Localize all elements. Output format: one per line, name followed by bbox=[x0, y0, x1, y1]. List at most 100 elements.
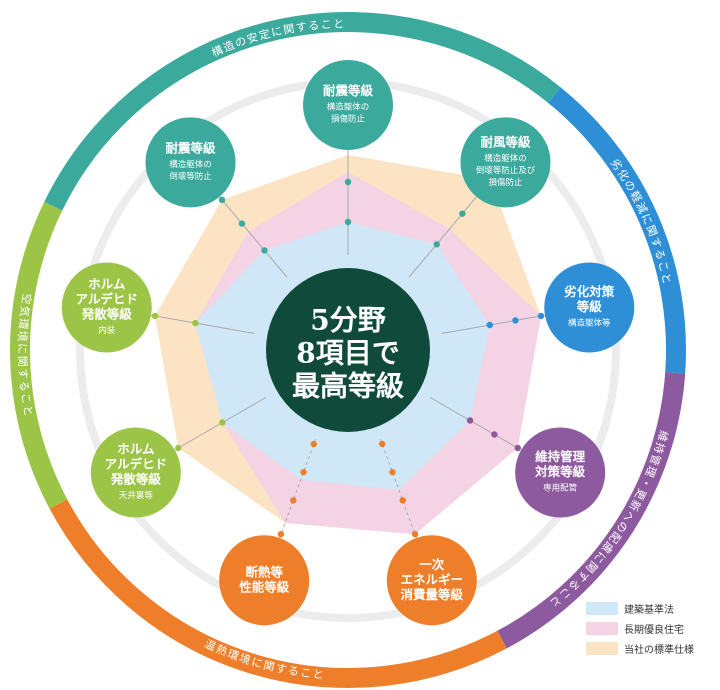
legend-label: 長期優良住宅 bbox=[624, 624, 684, 636]
ring-label-deterioration: 劣化の軽減に関すること bbox=[608, 156, 674, 287]
level-marker bbox=[310, 440, 317, 448]
level-marker bbox=[261, 247, 268, 254]
level-marker bbox=[344, 178, 352, 186]
ring-segment-maintenance bbox=[497, 372, 686, 649]
ring-segment-air bbox=[10, 201, 68, 509]
level-marker bbox=[514, 444, 521, 452]
node-subtitle: 倒壊等防止及び bbox=[476, 165, 536, 176]
level-marker bbox=[411, 530, 419, 538]
level-marker bbox=[151, 312, 159, 320]
node-subtitle: 内装 bbox=[98, 325, 116, 336]
level-marker bbox=[491, 431, 498, 438]
node-subtitle: 倒壊等防止 bbox=[169, 171, 212, 182]
legend-label: 当社の標準仕様 bbox=[624, 644, 694, 656]
node-subtitle: 損傷防止 bbox=[331, 114, 366, 125]
node-title: 発散等級 bbox=[110, 472, 162, 487]
ring-segment-thermal bbox=[49, 499, 507, 688]
radar-spoke bbox=[408, 192, 481, 278]
node-title: 等級 bbox=[576, 299, 603, 314]
center-circle bbox=[266, 268, 430, 432]
node-circle bbox=[544, 262, 635, 353]
level-marker bbox=[537, 312, 545, 320]
radar-spoke bbox=[215, 192, 288, 278]
ring-segment-deterioration bbox=[548, 87, 686, 374]
legend: 建築基準法 長期優良住宅 当社の標準仕様 bbox=[586, 598, 712, 658]
level-marker bbox=[486, 321, 494, 329]
level-marker bbox=[344, 218, 352, 226]
node-title: 維持管理 bbox=[535, 449, 586, 464]
level-marker bbox=[277, 530, 285, 538]
node-title: 対策等級 bbox=[534, 464, 586, 479]
level-marker bbox=[379, 440, 386, 448]
level-marker bbox=[459, 210, 466, 217]
node-circle bbox=[90, 427, 181, 518]
node-subtitle: 構造躯体等 bbox=[568, 317, 611, 328]
legend-swatch bbox=[586, 621, 618, 635]
node-circle bbox=[145, 117, 236, 208]
node-title: 劣化対策 bbox=[564, 284, 615, 299]
node-title: 性能等級 bbox=[238, 580, 290, 595]
node-title: 耐風等級 bbox=[480, 134, 531, 149]
level-marker bbox=[290, 497, 297, 504]
level-marker bbox=[218, 196, 226, 204]
center-text-line: 最高等級 bbox=[292, 370, 404, 403]
node-subtitle: 構造躯体の bbox=[484, 153, 527, 164]
level-marker bbox=[300, 468, 307, 476]
radar-spoke bbox=[430, 397, 526, 453]
node-title: アルデヒド bbox=[76, 291, 138, 306]
node-circle bbox=[460, 117, 551, 208]
node-title: 一次 bbox=[419, 557, 445, 572]
node-subtitle: 天井裏等 bbox=[119, 490, 154, 501]
node-title: ホルム bbox=[117, 442, 155, 457]
level-marker bbox=[192, 319, 199, 327]
node-title: 耐震等級 bbox=[166, 140, 217, 155]
level-marker bbox=[399, 497, 406, 504]
level-marker bbox=[466, 417, 474, 424]
ring-label-air: 空気環境に関すること bbox=[15, 292, 35, 419]
node-circle bbox=[386, 535, 477, 626]
node-circle bbox=[515, 427, 606, 518]
legend-item-long-term-quality-housing: 長期優良住宅 bbox=[586, 618, 712, 638]
legend-swatch bbox=[586, 601, 618, 615]
level-marker bbox=[175, 444, 182, 452]
level-marker bbox=[389, 468, 396, 476]
level-marker bbox=[219, 419, 226, 426]
ring-label-text: 劣化の軽減に関すること bbox=[608, 156, 673, 287]
ring-label-text: 空気環境に関すること bbox=[15, 292, 33, 419]
radar-spoke bbox=[277, 439, 316, 543]
node-title: 耐震等級 bbox=[323, 83, 374, 98]
node-title: 断熱等 bbox=[245, 565, 283, 580]
ring-segment-structure bbox=[44, 12, 561, 211]
node-title: 発散等級 bbox=[81, 306, 133, 321]
node-circle bbox=[303, 60, 393, 150]
node-title: ホルム bbox=[88, 276, 126, 291]
node-subtitle: 構造躯体の bbox=[327, 102, 370, 113]
radar-spoke bbox=[380, 439, 419, 543]
node-title: 消費量等級 bbox=[401, 587, 464, 602]
node-circle bbox=[219, 535, 310, 626]
legend-item-building-standard-law: 建築基準法 bbox=[586, 598, 712, 618]
radar-spoke bbox=[441, 313, 550, 334]
level-marker bbox=[433, 241, 440, 248]
node-subtitle: 構造躯体の bbox=[169, 159, 212, 170]
legend-label: 建築基準法 bbox=[624, 604, 674, 616]
node-subtitle: 損傷防止 bbox=[488, 177, 523, 188]
level-marker bbox=[512, 317, 519, 324]
radar-spoke bbox=[146, 313, 255, 334]
center-text-line: 8項目で bbox=[296, 337, 399, 370]
center-text-line: 5分野 bbox=[310, 304, 385, 337]
node-title: アルデヒド bbox=[105, 457, 167, 472]
radar-spoke bbox=[170, 397, 266, 453]
node-title: エネルギー bbox=[401, 572, 464, 587]
level-marker bbox=[238, 220, 246, 227]
legend-item-company-standard: 当社の標準仕様 bbox=[586, 638, 712, 658]
